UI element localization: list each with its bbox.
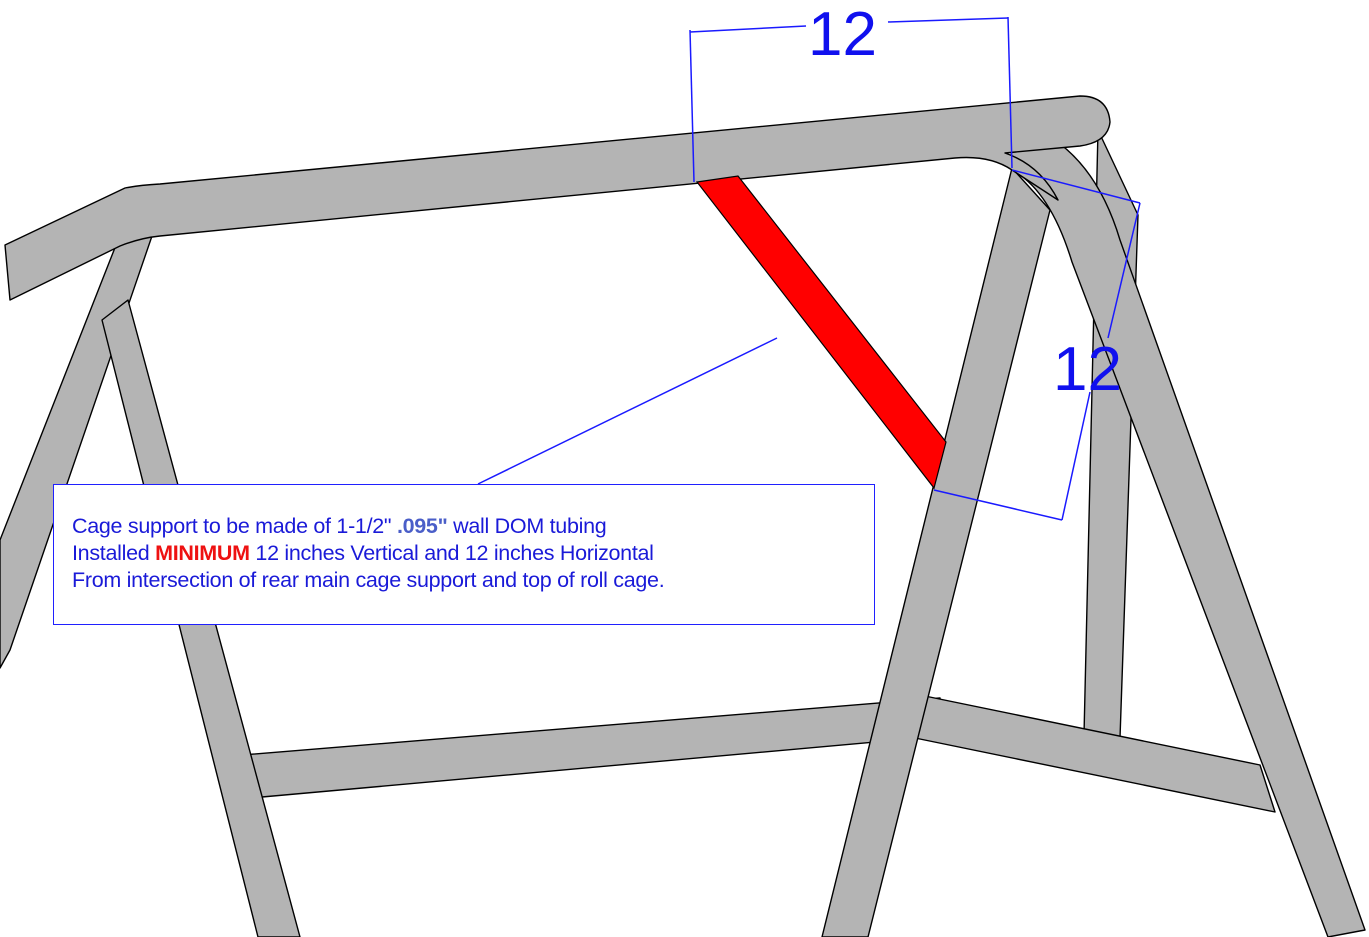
horizontal-dimension-line-left [689, 25, 807, 33]
horizontal-dimension-line-right [887, 17, 1009, 23]
top-rail [4, 95, 1111, 301]
main-front-upright [821, 167, 1051, 937]
note-line-2-suffix: 12 inches Vertical and 12 inches Horizon… [255, 541, 654, 565]
note-line-1: Cage support to be made of 1-1/2" .095" … [72, 513, 874, 540]
note-line-2: Installed MINIMUM 12 inches Vertical and… [72, 540, 874, 567]
note-minimum-highlight: MINIMUM [155, 541, 250, 565]
note-line-1-prefix: Cage support to be made of 1-1/2" [72, 514, 392, 538]
vertical-dimension-bottom-extension [933, 489, 1063, 521]
rear-right-leg [1009, 119, 1366, 937]
vertical-dimension-line-top [1107, 202, 1141, 339]
vertical-dimension-line-bottom [1061, 391, 1091, 521]
note-line-2-prefix: Installed [72, 541, 150, 565]
horizontal-dimension-left-extension [689, 29, 695, 183]
cage-support-highlight [695, 175, 947, 490]
installation-note-box: Cage support to be made of 1-1/2" .095" … [53, 484, 875, 625]
note-line-1-suffix: wall DOM tubing [453, 514, 607, 538]
note-wall-thickness: .095" [396, 514, 448, 538]
lower-crossbar [241, 697, 943, 798]
note-line-3: From intersection of rear main cage supp… [72, 568, 665, 592]
horizontal-dimension-label: 12 [808, 0, 877, 69]
vertical-dimension-label: 12 [1053, 335, 1122, 404]
horizontal-dimension-right-extension [1007, 16, 1013, 169]
vertical-dimension-top-extension [1011, 169, 1141, 204]
note-leader-line [477, 337, 778, 485]
